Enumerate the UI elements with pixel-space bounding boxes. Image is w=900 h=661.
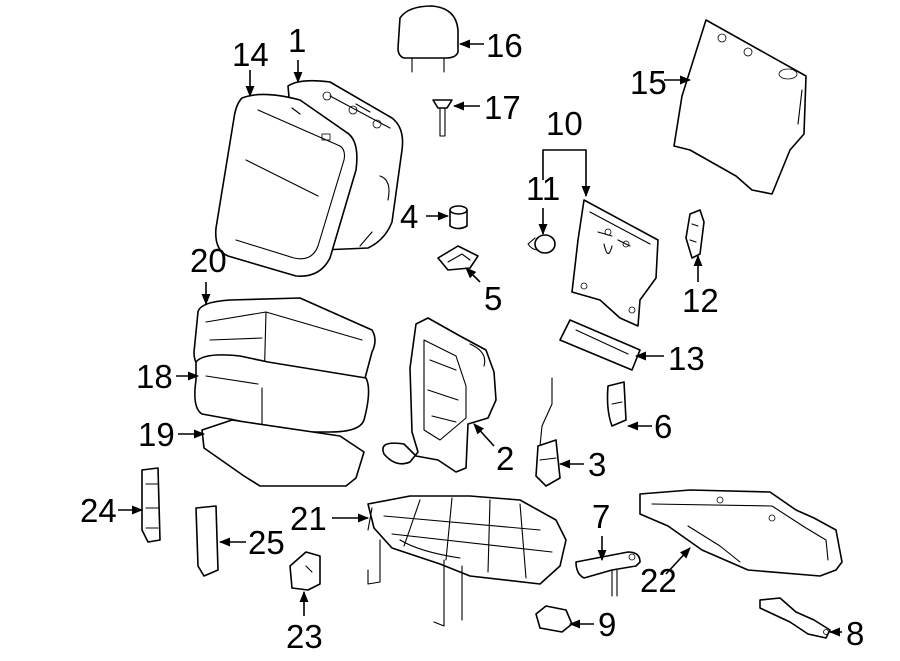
back-panel-part-15 — [673, 19, 807, 195]
callout-labels: 1 14 16 17 15 10 11 4 5 12 20 13 18 6 19… — [80, 22, 864, 655]
callout-10: 10 — [546, 105, 583, 142]
bracket-part-12 — [685, 209, 705, 259]
callout-8: 8 — [846, 615, 864, 652]
callout-22: 22 — [640, 562, 677, 599]
hinge-cover-part-24 — [141, 467, 161, 543]
callout-4: 4 — [400, 198, 418, 235]
clip-part-5 — [437, 245, 479, 271]
latch-part-3 — [535, 377, 561, 487]
seat-back-cover-part-14 — [214, 93, 358, 277]
callout-2: 2 — [496, 440, 514, 477]
callout-25: 25 — [248, 524, 285, 561]
callout-20: 20 — [190, 242, 227, 279]
callout-12: 12 — [682, 282, 719, 319]
callout-21: 21 — [290, 500, 327, 537]
callout-15: 15 — [630, 64, 667, 101]
back-plate-part-10 — [571, 199, 659, 327]
cushion-pad-part-18 — [194, 354, 370, 433]
callout-17: 17 — [484, 89, 521, 126]
side-frame-part-2 — [382, 317, 497, 473]
bracket-part-8 — [759, 597, 831, 639]
trim-strip-part-13 — [559, 319, 641, 371]
callout-3: 3 — [588, 446, 606, 483]
block-part-9 — [535, 605, 573, 633]
leader-lines — [118, 39, 842, 637]
under-tray-part-22 — [639, 489, 843, 577]
cap-part-4 — [449, 205, 468, 230]
callout-24: 24 — [80, 492, 117, 529]
callout-13: 13 — [668, 340, 705, 377]
headrest-part-16 — [397, 5, 459, 73]
callout-7: 7 — [592, 498, 610, 535]
callout-14: 14 — [232, 36, 269, 73]
side-trim-part-25 — [195, 505, 219, 577]
callout-5: 5 — [484, 280, 502, 317]
callout-11: 11 — [526, 170, 560, 207]
callout-18: 18 — [136, 358, 173, 395]
callout-19: 19 — [138, 416, 175, 453]
pin-part-7 — [575, 551, 641, 597]
knob-part-11 — [527, 234, 556, 254]
callout-9: 9 — [598, 606, 616, 643]
callout-23: 23 — [286, 618, 323, 655]
foam-part-19 — [201, 419, 365, 487]
callout-6: 6 — [654, 408, 672, 445]
seat-frame-part-21 — [367, 495, 567, 627]
headrest-guide-part-17 — [432, 99, 453, 137]
callout-16: 16 — [486, 27, 523, 64]
cap-part-23 — [289, 551, 321, 591]
callout-1: 1 — [288, 22, 306, 59]
cover-part-6 — [606, 381, 627, 427]
